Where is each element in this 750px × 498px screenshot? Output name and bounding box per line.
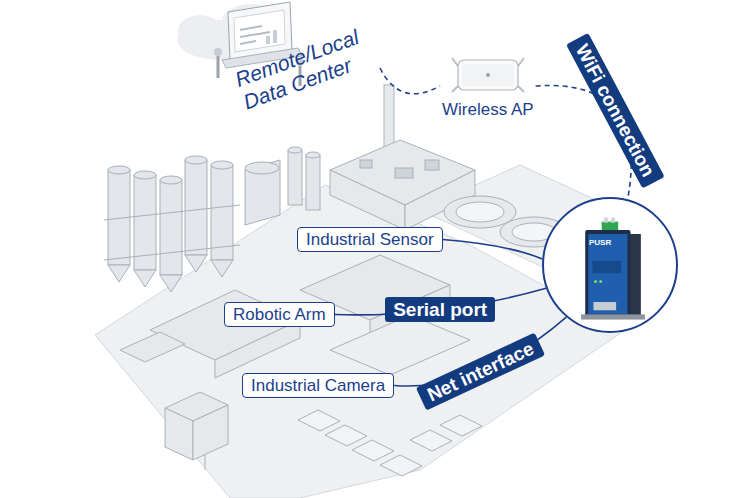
camera-box: Industrial Camera bbox=[242, 373, 394, 398]
trucks bbox=[298, 410, 482, 476]
node-text: Industrial Sensor bbox=[306, 229, 434, 250]
node-text: Industrial Camera bbox=[251, 375, 385, 396]
wireless-link bbox=[380, 68, 440, 94]
plant-buildings bbox=[120, 85, 568, 470]
robot-box: Robotic Arm bbox=[224, 302, 335, 327]
sensor-box: Industrial Sensor bbox=[297, 227, 443, 252]
access-point: Wireless AP bbox=[440, 52, 536, 120]
gateway-device bbox=[544, 199, 680, 335]
edge-label: Serial port bbox=[385, 297, 495, 322]
silos bbox=[104, 147, 320, 292]
node-text: Robotic Arm bbox=[233, 304, 326, 325]
edge-label: WiFi connection bbox=[566, 33, 664, 188]
device-brand: PUSR bbox=[589, 238, 611, 247]
gateway-circle: PUSR bbox=[542, 197, 678, 333]
access-point-icon bbox=[448, 52, 528, 96]
wired-link bbox=[443, 240, 543, 260]
node-text: Wireless AP bbox=[442, 100, 534, 120]
